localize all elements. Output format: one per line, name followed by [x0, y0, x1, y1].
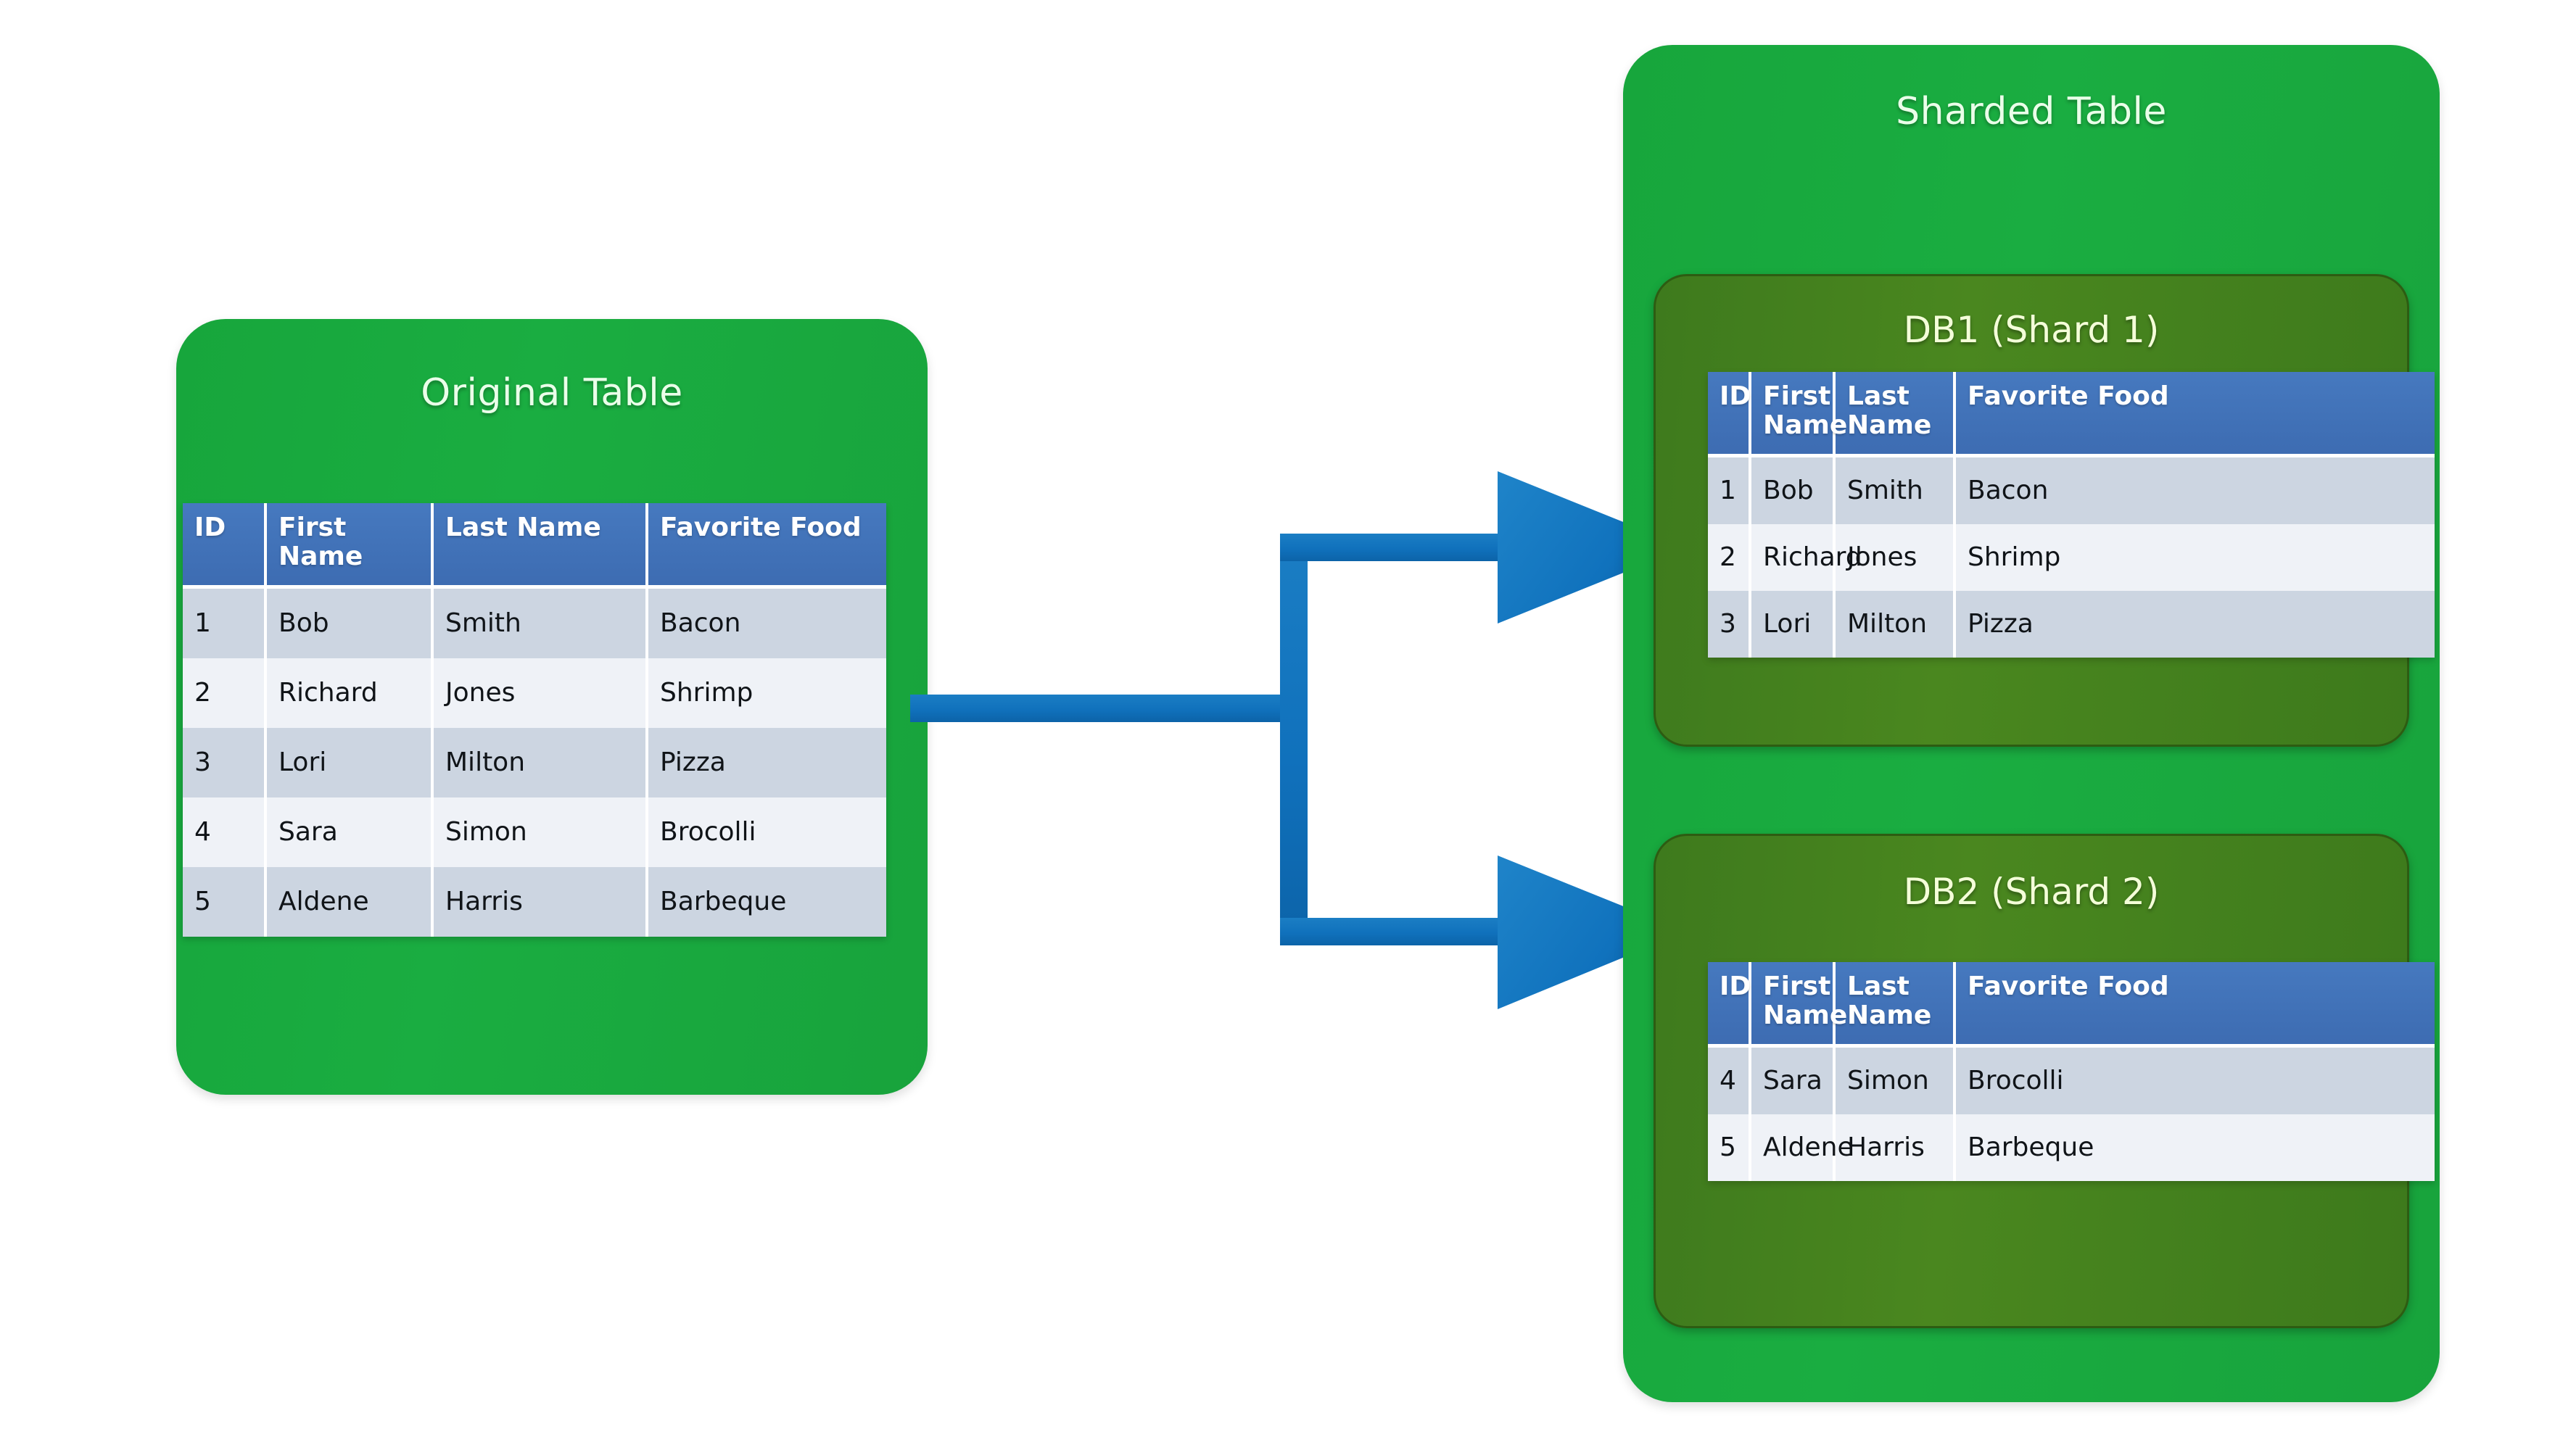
cell-id: 5 — [1708, 1114, 1751, 1181]
cell-food: Brocolli — [648, 797, 886, 867]
table-row: 3 Lori Milton Pizza — [183, 727, 886, 798]
cell-last: Harris — [434, 866, 648, 937]
column-header-id: ID — [183, 503, 267, 589]
cell-food: Bacon — [648, 588, 886, 658]
cell-first: Sara — [267, 797, 434, 867]
cell-first: Lori — [1751, 590, 1836, 658]
column-header-id: ID — [1708, 962, 1751, 1048]
table-row: 5 Aldene Harris Barbeque — [183, 866, 886, 937]
cell-id: 2 — [183, 658, 267, 728]
column-header-last: Last Name — [1836, 962, 1956, 1048]
column-header-food: Favorite Food — [1956, 962, 2435, 1048]
table-row: 3 Lori Milton Pizza — [1708, 590, 2435, 658]
column-header-last: Last Name — [1836, 372, 1956, 457]
shard-table-db1: ID First Name Last Name Favorite Food 1 … — [1708, 372, 2435, 658]
column-header-first: First Name — [1751, 962, 1847, 1048]
sharded-table-title: Sharded Table — [1896, 90, 2167, 133]
table-header-row: ID First Name Last Name Favorite Food — [183, 503, 886, 589]
table-row: 5 Aldene Harris Barbeque — [1708, 1114, 2435, 1181]
cell-last: Smith — [1836, 457, 1956, 524]
cell-food: Pizza — [648, 727, 886, 798]
cell-food: Bacon — [1956, 457, 2435, 524]
cell-food: Pizza — [1956, 590, 2435, 658]
connector-spine — [1280, 534, 1308, 945]
cell-id: 1 — [1708, 457, 1751, 524]
connector-branch-lower — [1280, 918, 1512, 945]
shard-table-db2: ID First Name Last Name Favorite Food 4 … — [1708, 962, 2435, 1181]
shard-title-db1: DB1 (Shard 1) — [1903, 309, 2160, 351]
arrowhead-to-shard-2 — [1498, 856, 1686, 1009]
cell-last: Harris — [1836, 1114, 1956, 1181]
cell-first: Richard — [267, 658, 434, 728]
cell-food: Barbeque — [648, 866, 886, 937]
table-header-row: ID First Name Last Name Favorite Food — [1708, 372, 2435, 457]
cell-id: 4 — [1708, 1047, 1751, 1114]
original-table-title: Original Table — [421, 371, 683, 415]
cell-last: Jones — [1836, 523, 1956, 591]
cell-id: 4 — [183, 797, 267, 867]
cell-id: 2 — [1708, 523, 1751, 591]
connector-stem — [910, 695, 1308, 722]
cell-first: Richard — [1751, 523, 1862, 591]
table-header-row: ID First Name Last Name Favorite Food — [1708, 962, 2435, 1048]
cell-first: Sara — [1751, 1047, 1836, 1114]
original-table-card: Original Table ID First Name Last Name F… — [176, 319, 928, 1095]
column-header-last: Last Name — [434, 503, 648, 589]
table-row: 1 Bob Smith Bacon — [1708, 457, 2435, 524]
cell-first: Aldene — [267, 866, 434, 937]
cell-first: Lori — [267, 727, 434, 798]
column-header-id: ID — [1708, 372, 1751, 457]
cell-last: Milton — [434, 727, 648, 798]
cell-last: Milton — [1836, 590, 1956, 658]
cell-food: Shrimp — [1956, 523, 2435, 591]
connector-branch-upper — [1280, 534, 1512, 561]
cell-last: Simon — [1836, 1047, 1956, 1114]
cell-first: Bob — [1751, 457, 1836, 524]
cell-id: 3 — [1708, 590, 1751, 658]
sharded-table-card: Sharded Table DB1 (Shard 1) ID First Nam… — [1623, 45, 2440, 1402]
cell-last: Smith — [434, 588, 648, 658]
table-row: 4 Sara Simon Brocolli — [1708, 1047, 2435, 1114]
cell-last: Simon — [434, 797, 648, 867]
column-header-first: First Name — [267, 503, 434, 589]
cell-first: Aldene — [1751, 1114, 1854, 1181]
cell-first: Bob — [267, 588, 434, 658]
cell-food: Shrimp — [648, 658, 886, 728]
table-row: 2 Richard Jones Shrimp — [183, 658, 886, 728]
column-header-food: Favorite Food — [1956, 372, 2435, 457]
table-row: 1 Bob Smith Bacon — [183, 588, 886, 658]
cell-food: Barbeque — [1956, 1114, 2435, 1181]
table-row: 2 Richard Jones Shrimp — [1708, 523, 2435, 591]
cell-id: 3 — [183, 727, 267, 798]
table-row: 4 Sara Simon Brocolli — [183, 797, 886, 867]
column-header-food: Favorite Food — [648, 503, 886, 589]
column-header-first: First Name — [1751, 372, 1847, 457]
arrowhead-to-shard-1 — [1498, 471, 1686, 624]
fork-arrow-connector — [910, 471, 1686, 1009]
cell-id: 5 — [183, 866, 267, 937]
original-table: ID First Name Last Name Favorite Food 1 … — [183, 503, 886, 937]
shard-panel-db1: DB1 (Shard 1) ID First Name Last Name Fa… — [1654, 274, 2435, 747]
cell-food: Brocolli — [1956, 1047, 2435, 1114]
shard-title-db2: DB2 (Shard 2) — [1903, 871, 2160, 913]
cell-last: Jones — [434, 658, 648, 728]
cell-id: 1 — [183, 588, 267, 658]
shard-panel-db2: DB2 (Shard 2) ID First Name Last Name Fa… — [1654, 834, 2435, 1328]
